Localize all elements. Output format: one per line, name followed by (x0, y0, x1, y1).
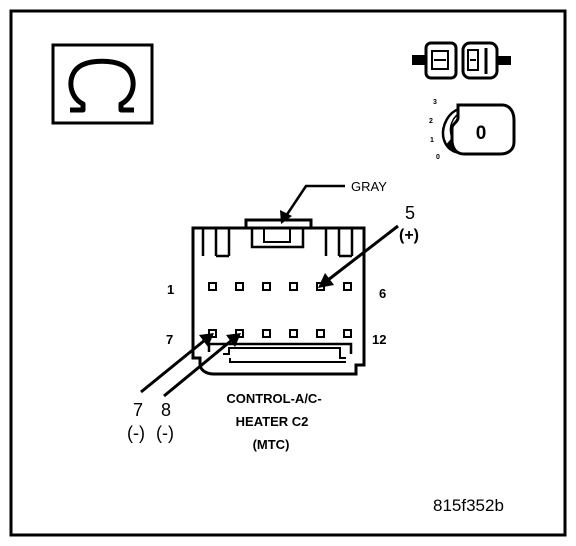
pin-8-arrowhead (226, 333, 241, 347)
pin-range-bottom-start: 7 (166, 332, 173, 347)
ignition-position-2: 2 (429, 118, 433, 125)
pin-cavity-11 (316, 329, 325, 338)
pin-cavity-7 (208, 329, 217, 338)
ohmmeter-symbol-icon (51, 43, 154, 125)
pin-range-top-start: 1 (167, 282, 174, 297)
pin-cavity-1 (208, 282, 217, 291)
callout-pin-5: 5 (405, 203, 415, 223)
connector-color-label: GRAY (351, 179, 387, 194)
pin-cavity-2 (235, 282, 244, 291)
ignition-key-off-icon: 0 3 2 1 0 (429, 99, 516, 161)
diagram-frame (9, 9, 567, 537)
pin-cavity-4 (289, 282, 298, 291)
pin-range-bottom-end: 12 (372, 332, 386, 347)
pin-7-arrowhead (199, 333, 214, 347)
pin-cavity-3 (262, 282, 271, 291)
callout-polarity-5: (+) (399, 227, 419, 244)
pin-cavity-6 (343, 282, 352, 291)
figure-id: 815f352b (433, 496, 504, 515)
pin-row-bottom (208, 329, 352, 338)
pin-5-arrow (327, 224, 399, 282)
pin-cavity-12 (343, 329, 352, 338)
connector-title-line1: CONTROL-A/C- (226, 391, 321, 406)
ignition-position-1: 1 (430, 137, 434, 144)
ignition-position-3: 3 (433, 99, 437, 106)
disconnected-connector-icon (412, 41, 511, 80)
pin-8-arrow (163, 338, 233, 398)
callout-polarity-7: (-) (127, 423, 145, 443)
pin-5-arrowhead (318, 273, 334, 288)
callout-pin-7: 7 (133, 400, 143, 420)
callout-polarity-8: (-) (156, 423, 174, 443)
connector-title-line2: HEATER C2 (236, 414, 309, 429)
pin-cavity-9 (262, 329, 271, 338)
pin-cavity-10 (289, 329, 298, 338)
pin-range-top-end: 6 (379, 286, 386, 301)
connector-title-line3: (MTC) (253, 437, 290, 452)
pin-7-arrow (140, 338, 206, 394)
color-leader-line (284, 184, 345, 217)
ignition-key-label: 0 (476, 123, 487, 144)
pin-cavity-8 (235, 329, 244, 338)
ignition-position-0: 0 (436, 154, 440, 161)
callout-pin-8: 8 (161, 400, 171, 420)
color-leader-arrowhead (280, 210, 292, 224)
